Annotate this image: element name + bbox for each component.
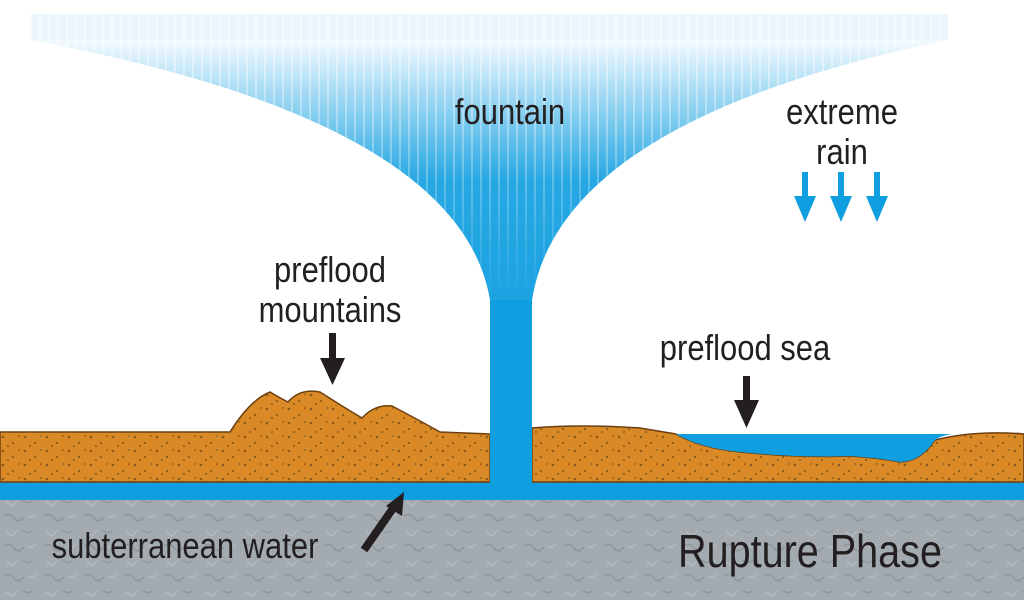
subterranean-water-layer [0, 482, 1024, 500]
extreme-rain-line1: extreme [786, 91, 898, 132]
mountains-arrow-icon [320, 333, 345, 385]
preflood-mountains-line1: preflood [274, 249, 386, 290]
fountain-label: fountain [454, 91, 566, 132]
subterranean-water-label: subterranean water [51, 525, 319, 566]
extreme-rain-label: extreme rain [773, 91, 911, 173]
phase-title: Rupture Phase [678, 525, 942, 577]
rain-arrows [794, 172, 888, 222]
down-arrow-icon [866, 172, 888, 222]
subterranean-arrow-icon [360, 492, 404, 553]
fountain-plume [30, 14, 948, 440]
extreme-rain-line2: rain [816, 131, 868, 173]
preflood-sea-label: preflood sea [659, 327, 831, 368]
preflood-sea [676, 434, 952, 462]
preflood-mountains-line2: mountains [258, 289, 402, 331]
sea-arrow-icon [734, 376, 759, 428]
down-arrow-icon [794, 172, 816, 222]
preflood-mountains-label: preflood mountains [235, 249, 424, 331]
fountain-column [490, 300, 532, 484]
left-sediment-layer [0, 390, 491, 483]
down-arrow-icon [830, 172, 852, 222]
